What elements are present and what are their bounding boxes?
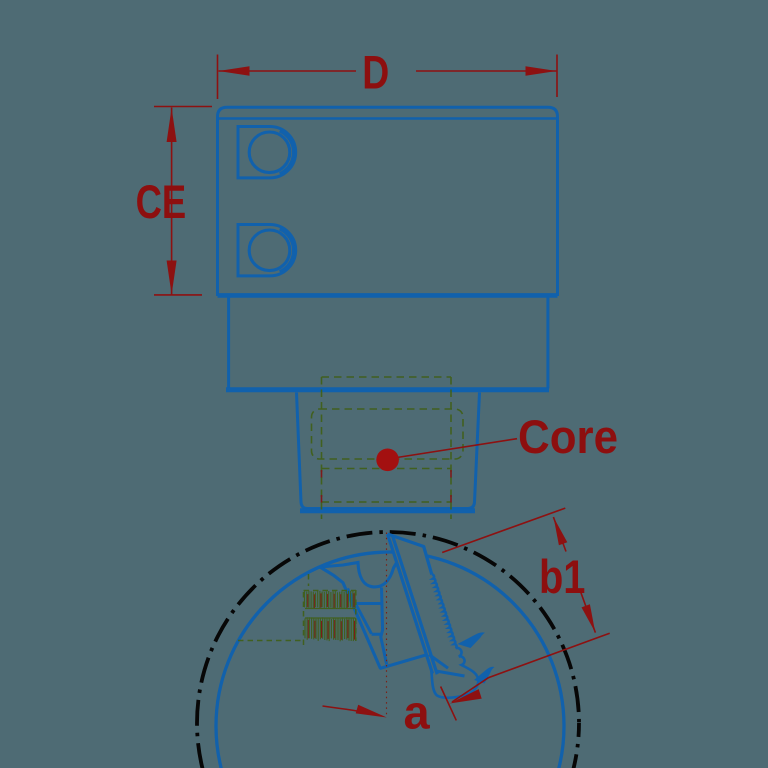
svg-text:b1: b1 xyxy=(539,550,586,603)
svg-text:CE: CE xyxy=(136,175,187,228)
svg-text:D: D xyxy=(362,46,389,99)
svg-text:Core: Core xyxy=(518,410,618,463)
svg-text:a: a xyxy=(404,685,431,738)
